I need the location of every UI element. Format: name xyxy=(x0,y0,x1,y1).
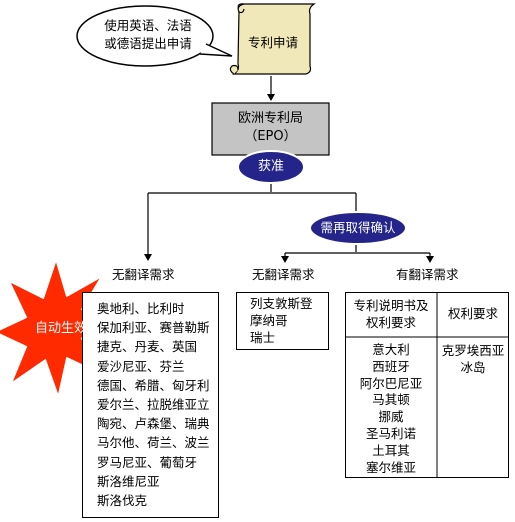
country-item: 瑞士 xyxy=(250,330,276,345)
country-item: 斯洛伐克 xyxy=(97,493,148,509)
speech-line: 或德语提出申请 xyxy=(104,36,192,51)
country-item: 爱尔兰、拉脱维亚立 xyxy=(97,397,210,413)
epo-line1: 欧洲专利局 xyxy=(237,111,303,126)
country-item: 土耳其 xyxy=(372,442,410,458)
country-item: 保加利亚、赛普勒斯 xyxy=(97,320,210,336)
country-item: 摩纳哥 xyxy=(250,313,288,328)
auto-effect-label: 自动生效 xyxy=(34,321,87,336)
country-item: 列支敦斯登 xyxy=(250,296,313,311)
country-item: 塞尔维亚 xyxy=(365,459,416,475)
mid-country-list: 列支敦斯登 摩纳哥 瑞士 xyxy=(250,295,313,346)
patent-application-label: 专利申请 xyxy=(247,35,298,50)
epo-line2: （EPO） xyxy=(244,129,297,144)
epo-label: 欧洲专利局 （EPO） xyxy=(212,110,329,146)
confirm-ellipse xyxy=(309,211,407,245)
country-item: 爱沙尼亚、芬兰 xyxy=(97,358,185,374)
country-item: 陶宛、卢森堡、瑞典 xyxy=(97,416,210,432)
country-item: 意大利 xyxy=(372,342,410,357)
left-country-box: 奥地利、比利时 保加利亚、赛普勒斯 捷克、丹麦、英国 爱沙尼亚、芬兰 德国、希腊… xyxy=(82,292,219,518)
country-item: 冰岛 xyxy=(460,360,486,375)
left-country-list: 奥地利、比利时 保加利亚、赛普勒斯 捷克、丹麦、英国 爱沙尼亚、芬兰 德国、希腊… xyxy=(97,299,210,510)
right-col1-list: 意大利 西班牙 阿尔巴尼亚 马其顿 挪威 圣马利诺 土耳其 塞尔维亚 xyxy=(345,342,437,476)
speech-line: 使用英语、法语 xyxy=(104,18,192,33)
epo-box-shape xyxy=(211,102,330,156)
mid-country-box: 列支敦斯登 摩纳哥 瑞士 xyxy=(236,292,329,350)
right-branch-header: 有翻译需求 xyxy=(396,267,459,282)
approved-label: 获准 xyxy=(257,159,284,174)
country-item: 斯洛维尼亚 xyxy=(97,473,160,489)
speech-bubble-shape xyxy=(76,5,233,67)
country-item: 西班牙 xyxy=(372,358,410,374)
speech-bubble-text: 使用英语、法语 或德语提出申请 xyxy=(98,17,198,53)
approved-ellipse xyxy=(237,150,305,184)
country-item: 圣马利诺 xyxy=(365,425,416,441)
scroll-icon xyxy=(229,3,316,75)
country-item: 德国、希腊、匈牙利 xyxy=(97,377,210,393)
country-item: 捷克、丹麦、英国 xyxy=(97,339,198,355)
country-item: 罗马尼亚、葡萄牙 xyxy=(97,454,198,470)
right-country-box xyxy=(345,292,509,478)
country-item: 马其顿 xyxy=(372,392,410,408)
country-item: 挪威 xyxy=(378,409,404,425)
country-item: 奥地利、比利时 xyxy=(97,301,185,316)
mid-branch-header: 无翻译需求 xyxy=(252,267,315,282)
right-col2-header: 权利要求 xyxy=(447,306,498,321)
left-branch-header: 无翻译需求 xyxy=(112,267,175,282)
right-col2-list: 克罗埃西亚 冰岛 xyxy=(437,342,509,376)
country-item: 克罗埃西亚 xyxy=(441,343,505,358)
confirm-label: 需再取得确认 xyxy=(320,220,396,235)
col1-header-line: 权利要求 xyxy=(365,315,416,330)
country-item: 阿尔巴尼亚 xyxy=(359,375,423,391)
col1-header-line: 专利说明书及 xyxy=(353,298,429,313)
right-col1-header: 专利说明书及 权利要求 xyxy=(345,297,437,331)
country-item: 马尔他、荷兰、波兰 xyxy=(97,435,210,451)
